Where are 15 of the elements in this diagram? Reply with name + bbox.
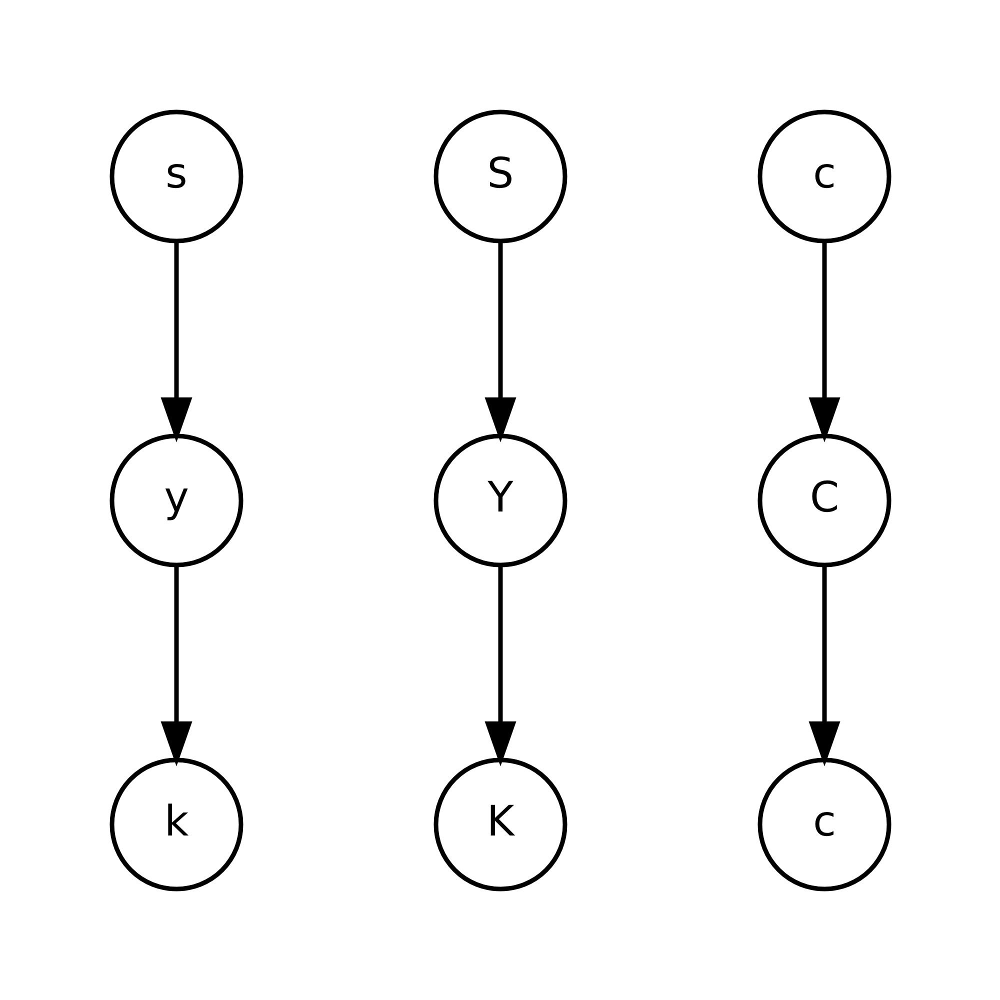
node-circle: Y bbox=[433, 433, 567, 567]
arrow bbox=[484, 565, 516, 766]
node-circle: S bbox=[433, 109, 567, 243]
node-circle: C bbox=[757, 433, 891, 567]
node-circle: c bbox=[757, 757, 891, 891]
node-circle: s bbox=[109, 109, 243, 243]
arrow bbox=[808, 241, 840, 442]
node-circle: c bbox=[757, 109, 891, 243]
arrow bbox=[160, 241, 192, 442]
arrow bbox=[484, 241, 516, 442]
node-circle: y bbox=[109, 433, 243, 567]
arrow bbox=[160, 565, 192, 766]
node-circle: K bbox=[433, 757, 567, 891]
arrow bbox=[808, 565, 840, 766]
node-circle: k bbox=[109, 757, 243, 891]
